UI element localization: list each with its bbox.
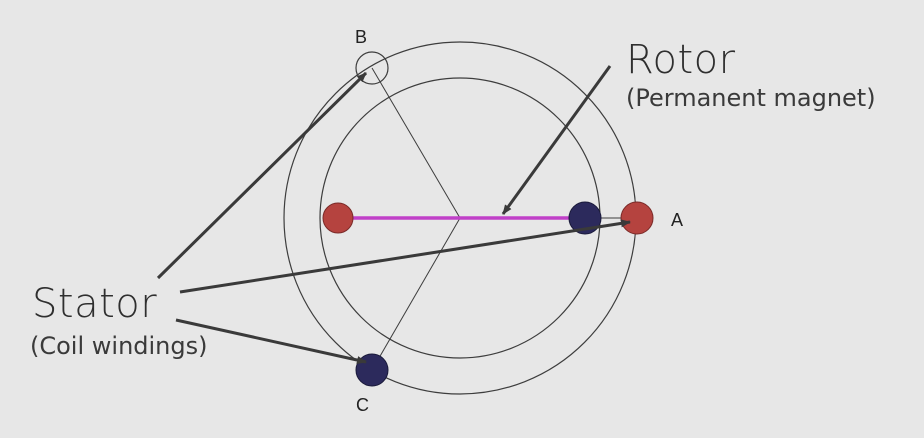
stator-title: Stator bbox=[32, 281, 158, 327]
winding-line-b bbox=[371, 67, 461, 219]
point-b-label: B bbox=[355, 27, 368, 47]
winding-line-c bbox=[371, 217, 461, 371]
stator-pole-c bbox=[355, 353, 389, 387]
rotor-title: Rotor bbox=[626, 37, 736, 83]
point-c-label: C bbox=[356, 395, 369, 415]
rotor-pole-blue bbox=[568, 201, 602, 235]
stator-pole-b bbox=[355, 51, 389, 85]
stator-arrow-to-b bbox=[156, 71, 368, 280]
stator-subtitle: (Coil windings) bbox=[30, 332, 208, 360]
rotor-pole-red bbox=[322, 202, 354, 234]
rotor-subtitle: (Permanent magnet) bbox=[626, 84, 876, 112]
rotor-arrow bbox=[501, 65, 612, 215]
point-a-label: A bbox=[671, 210, 684, 230]
stator-pole-a bbox=[620, 201, 654, 235]
stator-arrow-to-a bbox=[179, 219, 631, 294]
stator-arrow-to-c bbox=[175, 318, 367, 364]
